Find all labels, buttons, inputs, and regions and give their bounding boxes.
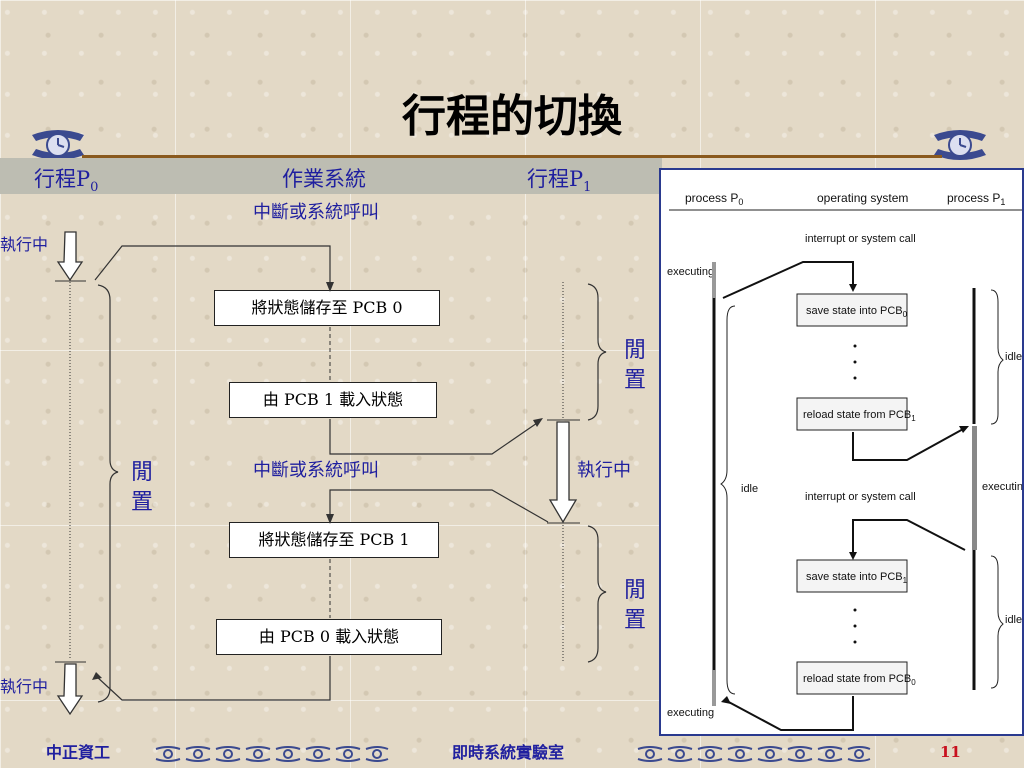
header-process-p0: 行程P0	[34, 167, 99, 196]
executing-label-top: 執行中	[0, 235, 49, 254]
en-box-reload-pcb1: reload state from PCB1	[803, 409, 916, 423]
footer-ornament-right-icon	[637, 746, 871, 762]
en-header-p1: process P1	[947, 191, 1005, 207]
idle-label-p1-top: 閒置	[623, 338, 646, 393]
box-reload-pcb0: 由 PCB 0 載入狀態	[216, 619, 442, 655]
en-box-save-pcb0: save state into PCB0	[806, 305, 908, 319]
footer-ornament-left-icon	[155, 746, 389, 762]
interrupt-label-mid: 中斷或系統呼叫	[253, 460, 379, 481]
clock-logo-left-icon	[32, 130, 84, 160]
top-rule	[82, 155, 942, 158]
executing-label-bottom: 執行中	[0, 677, 49, 696]
footer-center: 即時系統實驗室	[452, 743, 565, 762]
interrupt-label-top: 中斷或系統呼叫	[253, 202, 379, 223]
en-idle-p0: idle	[741, 483, 758, 495]
idle-label-p0: 閒置	[130, 460, 153, 515]
en-executing-top: executing	[667, 266, 714, 278]
en-header-p0: process P0	[685, 191, 743, 207]
executing-label-p1: 執行中	[577, 460, 631, 481]
slide-title: 行程的切換	[402, 91, 622, 142]
box-save-pcb1: 將狀態儲存至 PCB 1	[229, 522, 439, 558]
footer-left: 中正資工	[46, 743, 111, 762]
en-box-reload-pcb0: reload state from PCB0	[803, 673, 916, 687]
en-idle-p1-bottom: idle	[1005, 614, 1022, 626]
page-number: 11	[940, 743, 961, 761]
header-os: 作業系統	[282, 167, 366, 191]
header-bar	[0, 158, 662, 194]
chinese-diagram-lines	[55, 231, 607, 716]
header-process-p1: 行程P1	[527, 167, 592, 196]
en-interrupt-2: interrupt or system call	[805, 491, 916, 503]
clock-logo-right-icon	[934, 130, 986, 160]
en-executing-bottom: executing	[667, 707, 714, 719]
box-reload-pcb1: 由 PCB 1 載入狀態	[229, 382, 437, 418]
en-interrupt-1: interrupt or system call	[805, 233, 916, 245]
en-idle-p1-top: idle	[1005, 351, 1022, 363]
box-save-pcb0: 將狀態儲存至 PCB 0	[214, 290, 440, 326]
english-diagram: process P0 operating system process P1 i…	[667, 191, 1022, 731]
en-executing-p1: executing	[982, 481, 1022, 493]
en-box-save-pcb1: save state into PCB1	[806, 571, 908, 585]
idle-label-p1-bottom: 閒置	[623, 578, 646, 633]
en-header-os: operating system	[817, 191, 908, 205]
